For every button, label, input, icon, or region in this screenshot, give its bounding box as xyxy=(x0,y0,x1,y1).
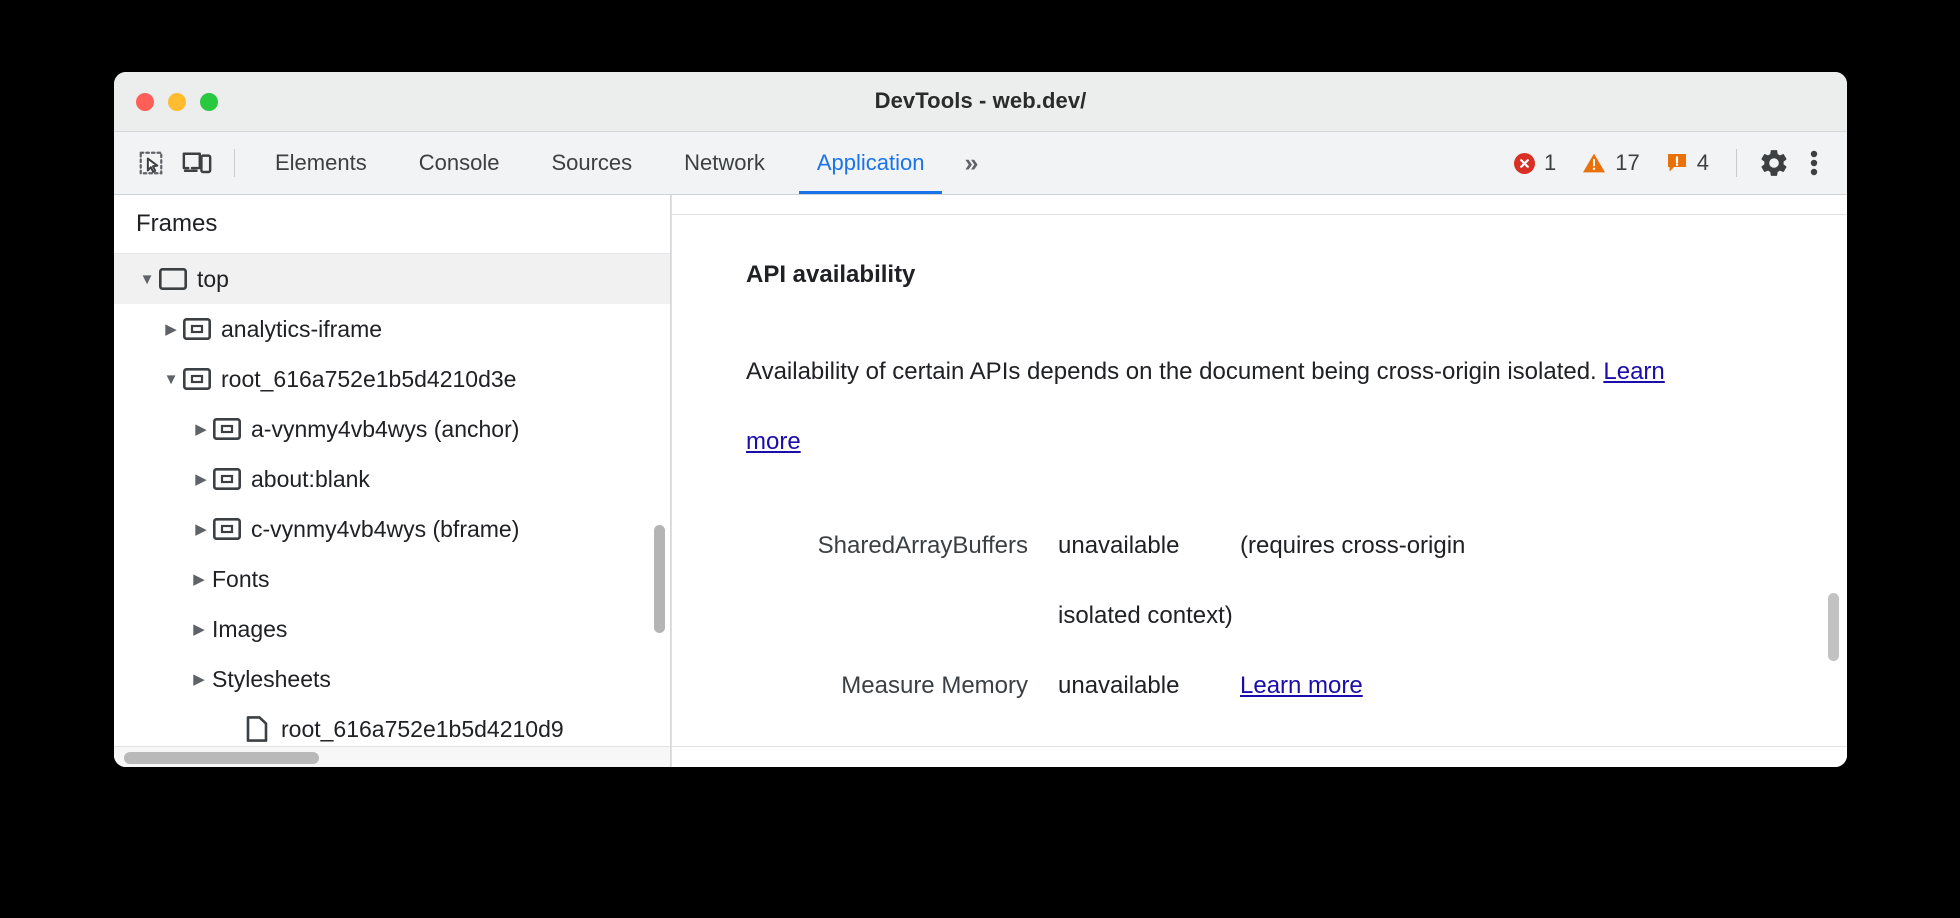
iframe-icon xyxy=(212,418,242,440)
minimize-window-button[interactable] xyxy=(168,93,186,111)
tree-item-label: about:blank xyxy=(251,465,370,492)
application-sidebar: Frames ▼ top ▶ analytics-iframe xyxy=(114,195,671,767)
toolbar-divider xyxy=(234,149,235,177)
description-text: Availability of certain APIs depends on … xyxy=(746,358,1604,385)
tree-item-label: root_616a752e1b5d4210d3e xyxy=(221,365,517,392)
chevron-right-icon[interactable]: ▶ xyxy=(165,321,177,338)
iframe-icon xyxy=(212,518,242,540)
tree-item-fonts[interactable]: ▶ Fonts xyxy=(114,554,670,604)
tree-item-analytics-iframe[interactable]: ▶ analytics-iframe xyxy=(114,304,670,354)
tree-item-label: analytics-iframe xyxy=(221,315,383,342)
chevron-down-icon[interactable]: ▼ xyxy=(139,270,155,288)
iframe-icon xyxy=(182,318,212,340)
inspect-element-icon[interactable] xyxy=(128,140,174,186)
tree-item-label: Stylesheets xyxy=(212,665,331,692)
chevron-right-icon[interactable]: ▶ xyxy=(193,671,205,688)
tree-item-label: c-vynmy4vb4wys (bframe) xyxy=(251,515,520,542)
chevron-right-icon[interactable]: ▶ xyxy=(195,421,207,438)
frames-tree: ▼ top ▶ analytics-iframe ▼ xyxy=(114,254,670,754)
iframe-icon xyxy=(182,368,212,390)
tree-item-root-frame[interactable]: ▼ root_616a752e1b5d4210d3e xyxy=(114,354,670,404)
row-shared-array-buffers: SharedArrayBuffers unavailable (requires… xyxy=(746,511,1847,581)
tab-sources[interactable]: Sources xyxy=(551,150,633,175)
close-window-button[interactable] xyxy=(136,93,154,111)
tree-item-document[interactable]: ▶ root_616a752e1b5d4210d9 xyxy=(114,704,670,754)
row-note-continued: isolated context) xyxy=(1058,602,1233,629)
tree-item-c-bframe[interactable]: ▶ c-vynmy4vb4wys (bframe) xyxy=(114,504,670,554)
traffic-lights xyxy=(136,93,218,111)
warning-count-badge[interactable]: 17 xyxy=(1569,150,1652,176)
tree-item-top[interactable]: ▼ top xyxy=(114,254,670,304)
devtools-toolbar: Elements Console Sources Network Applica… xyxy=(114,132,1847,195)
frame-icon xyxy=(158,268,188,290)
panel-vertical-scrollbar[interactable] xyxy=(1828,593,1839,661)
warning-icon xyxy=(1582,152,1606,174)
iframe-icon xyxy=(212,468,242,490)
tree-item-a-anchor[interactable]: ▶ a-vynmy4vb4wys (anchor) xyxy=(114,404,670,454)
section-title-api-availability: API availability xyxy=(746,261,916,288)
devtools-window: DevTools - web.dev/ Elements Console Sou… xyxy=(114,72,1847,767)
sidebar-horizontal-scrollbar[interactable] xyxy=(124,752,319,764)
row-shared-array-buffers-note-continued: isolated context) xyxy=(746,581,1847,651)
frame-details-panel: API availability Availability of certain… xyxy=(671,195,1847,767)
window-titlebar: DevTools - web.dev/ xyxy=(114,72,1847,132)
row-measure-memory: Measure Memory unavailable Learn more xyxy=(746,651,1847,721)
tree-item-label: top xyxy=(197,265,229,292)
toolbar-divider-right xyxy=(1736,149,1737,177)
devtools-body: Frames ▼ top ▶ analytics-iframe xyxy=(114,195,1847,767)
panel-top-divider xyxy=(672,214,1847,215)
document-icon xyxy=(242,716,272,742)
warning-count: 17 xyxy=(1615,150,1640,175)
tree-item-label: root_616a752e1b5d4210d9 xyxy=(281,715,564,742)
issue-count-badge[interactable]: 4 xyxy=(1653,150,1722,176)
chevron-right-icon[interactable]: ▶ xyxy=(193,571,205,588)
more-options-icon[interactable] xyxy=(1797,140,1831,186)
chevron-right-icon[interactable]: ▶ xyxy=(195,471,207,488)
row-key: SharedArrayBuffers xyxy=(817,532,1028,559)
tree-item-about-blank[interactable]: ▶ about:blank xyxy=(114,454,670,504)
window-title: DevTools - web.dev/ xyxy=(874,88,1087,113)
api-availability-rows: SharedArrayBuffers unavailable (requires… xyxy=(746,511,1847,721)
api-availability-description: Availability of certain APIs depends on … xyxy=(746,337,1711,477)
row-note: (requires cross-origin xyxy=(1240,532,1466,559)
sidebar-vertical-scrollbar[interactable] xyxy=(654,525,665,633)
gear-icon[interactable] xyxy=(1751,140,1797,186)
tree-item-label: Fonts xyxy=(212,565,270,592)
chevron-right-icon[interactable]: ▶ xyxy=(195,521,207,538)
tab-console[interactable]: Console xyxy=(418,150,500,175)
error-icon xyxy=(1514,152,1536,174)
row-key: Measure Memory xyxy=(841,672,1028,699)
tree-item-label: Images xyxy=(212,615,288,642)
chevron-down-icon[interactable]: ▼ xyxy=(163,370,179,388)
issue-icon xyxy=(1666,152,1688,174)
frames-header: Frames xyxy=(114,195,670,254)
row-value: unavailable xyxy=(1058,672,1180,699)
device-toolbar-icon[interactable] xyxy=(174,140,220,186)
tree-item-label: a-vynmy4vb4wys (anchor) xyxy=(251,415,520,442)
tab-elements[interactable]: Elements xyxy=(275,150,367,175)
chevron-right-icon[interactable]: ▶ xyxy=(193,621,205,638)
measure-memory-learn-more-link[interactable]: Learn more xyxy=(1240,672,1363,699)
panel-tabs: Elements Console Sources Network Applica… xyxy=(249,132,950,194)
error-count: 1 xyxy=(1544,150,1557,175)
tree-item-images[interactable]: ▶ Images xyxy=(114,604,670,654)
maximize-window-button[interactable] xyxy=(200,93,218,111)
panel-bottom-divider xyxy=(672,746,1847,747)
tree-item-stylesheets[interactable]: ▶ Stylesheets xyxy=(114,654,670,704)
learn-more-link[interactable]: Learn more xyxy=(746,358,1665,455)
tab-application[interactable]: Application xyxy=(791,132,951,194)
row-value: unavailable xyxy=(1058,532,1180,559)
error-count-badge[interactable]: 1 xyxy=(1501,150,1569,176)
toolbar-status-area: 1 17 xyxy=(1501,140,1847,186)
tab-network[interactable]: Network xyxy=(684,150,765,175)
more-tabs-icon[interactable]: » xyxy=(964,148,978,177)
issue-count: 4 xyxy=(1696,150,1709,175)
